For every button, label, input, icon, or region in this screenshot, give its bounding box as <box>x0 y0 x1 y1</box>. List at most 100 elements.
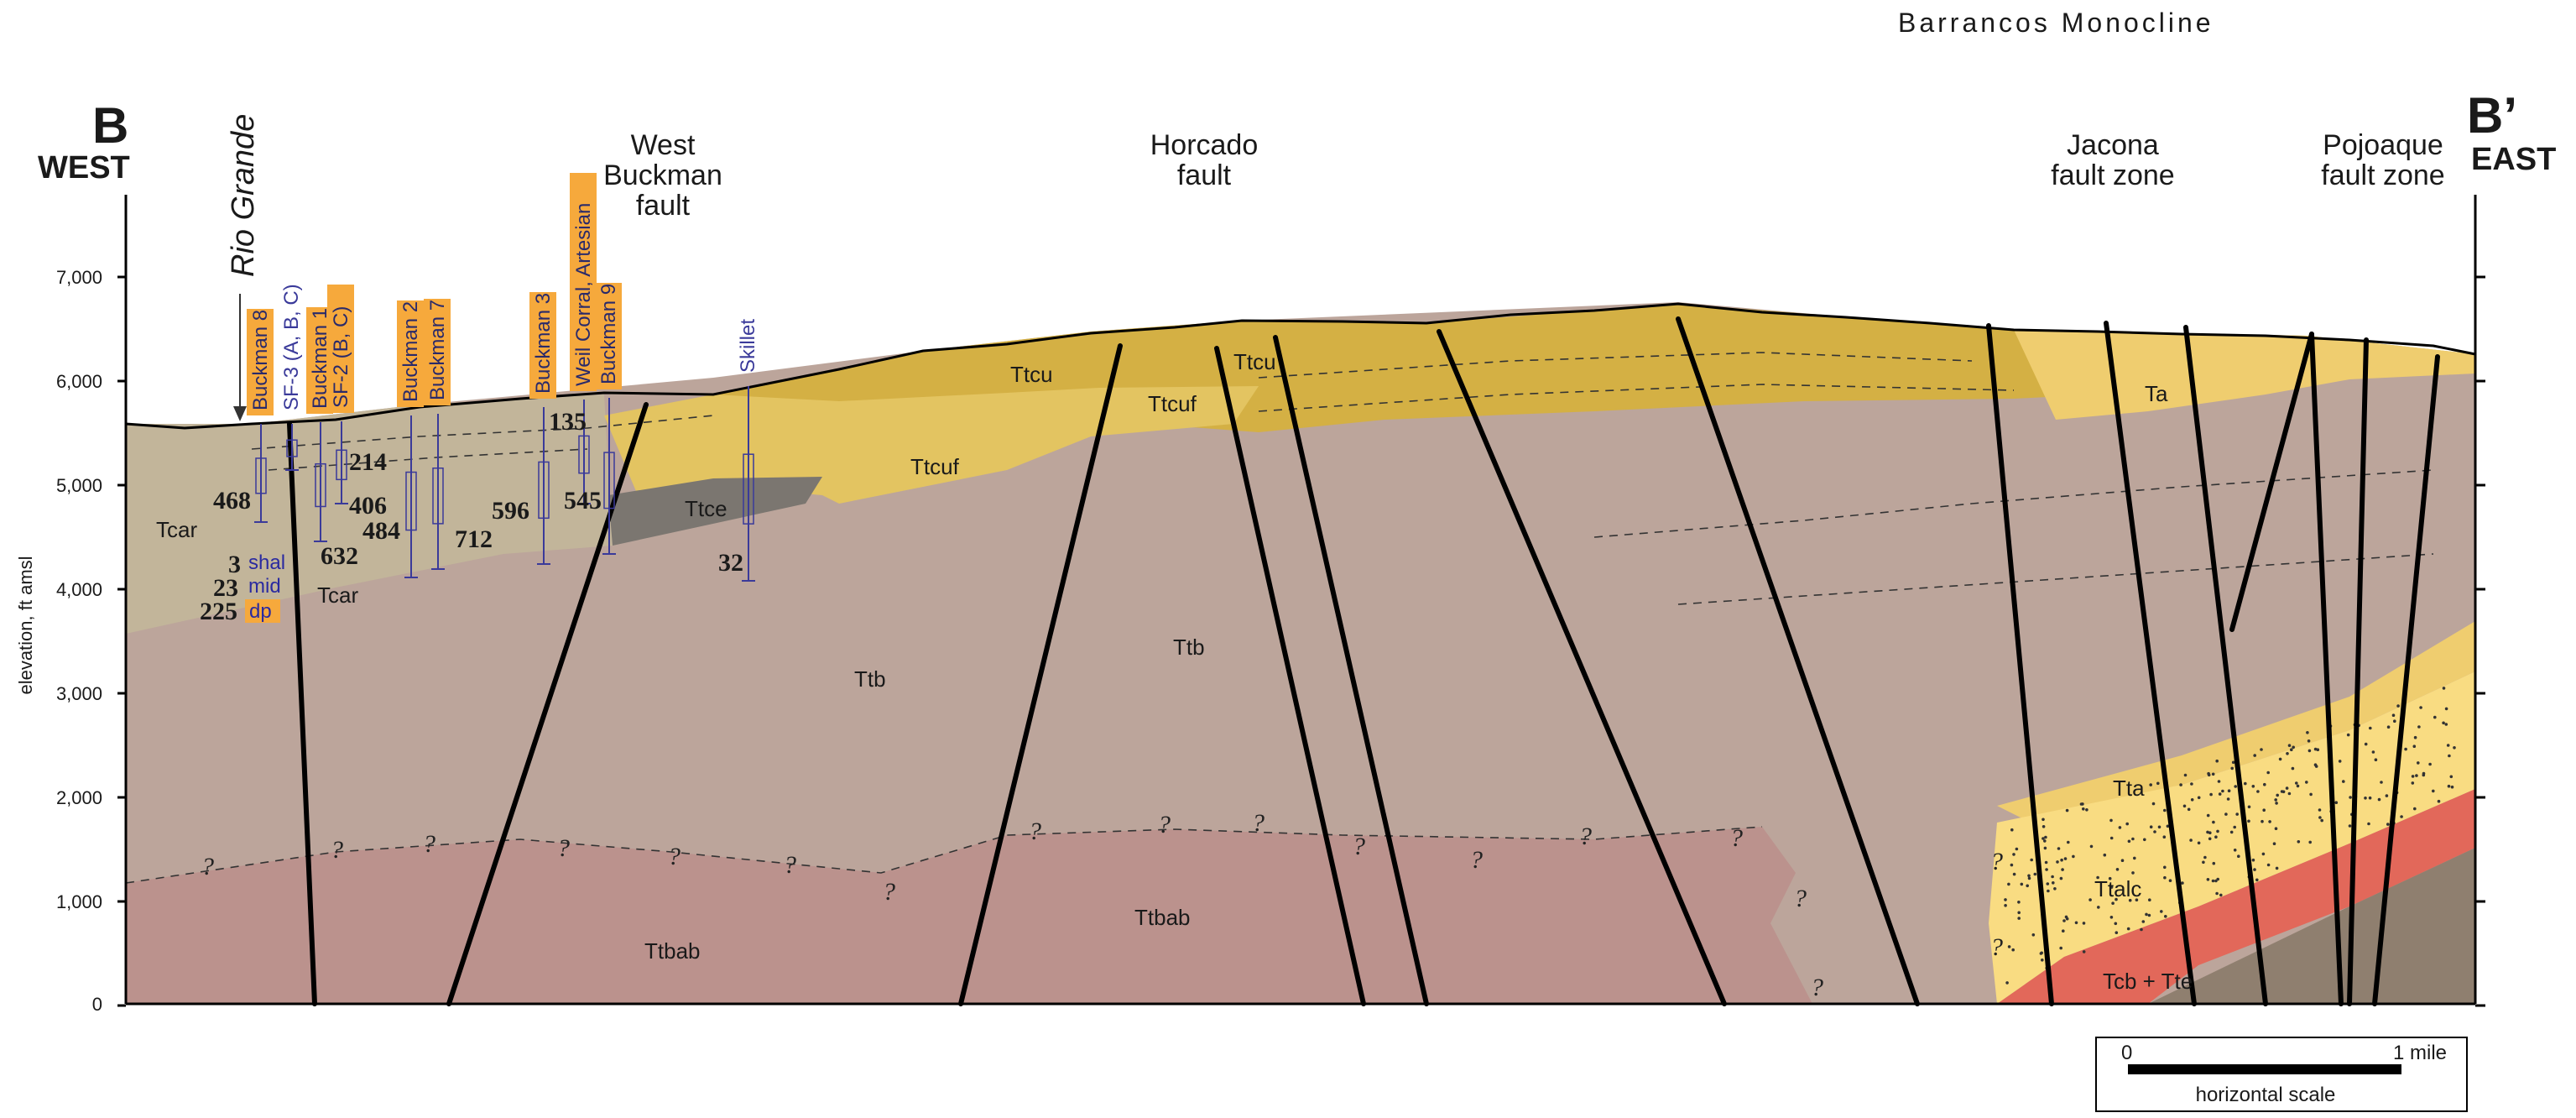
stipple-dot <box>2244 781 2247 786</box>
tick-label: 5,000 <box>56 475 102 496</box>
stipple-dot <box>2314 765 2318 768</box>
stipple-dot <box>2260 748 2263 751</box>
fault-label-west-buckman: West <box>631 129 696 161</box>
tick-label: 1,000 <box>56 891 102 912</box>
stipple-dot <box>2227 789 2231 792</box>
stipple-dot <box>2377 797 2381 802</box>
well-screen <box>336 449 347 481</box>
stipple-dot <box>2305 781 2308 784</box>
stipple-dot <box>2404 747 2407 751</box>
sf3-zones: shal mid dp <box>245 551 285 623</box>
stipple-dot <box>2189 838 2193 842</box>
stipple-dot <box>2115 897 2118 901</box>
stipple-dot <box>2145 912 2148 917</box>
unit-tcar <box>126 394 613 634</box>
stipple-dot <box>2320 818 2323 823</box>
well-label: Buckman 9 <box>595 283 622 389</box>
well-label-box <box>424 299 451 405</box>
stipple-dot <box>2413 735 2417 739</box>
zone-deep-label: dp <box>249 600 272 623</box>
stipple-dot <box>2044 860 2048 865</box>
stipple-dot <box>2061 868 2064 871</box>
stipple-dot <box>2041 959 2044 962</box>
well-label-box <box>570 173 597 391</box>
stipple-dot <box>2256 790 2260 793</box>
zone-deep-box <box>245 599 280 623</box>
stipple-dot <box>2065 808 2069 812</box>
land-surface <box>125 302 2476 430</box>
stipple-dot <box>2082 807 2085 811</box>
stipple-dot <box>2386 725 2391 729</box>
stipple-dot <box>2027 876 2031 880</box>
stipple-dot <box>2187 807 2191 812</box>
ttalc-stipple <box>2004 687 2456 985</box>
depth-label: 712 <box>455 525 493 553</box>
stipple-dot <box>2272 842 2276 845</box>
well-screen <box>315 462 326 508</box>
stipple-dot <box>2010 828 2014 832</box>
stipple-dot <box>2182 804 2187 808</box>
stipple-dot <box>2266 771 2270 775</box>
well-name: Buckman 2 <box>399 301 422 402</box>
stipple-dot <box>2216 877 2219 881</box>
stipple-dot <box>2125 822 2129 826</box>
scale-line <box>2128 1064 2401 1074</box>
fault-label-jacona: Jacona <box>2067 129 2159 161</box>
stipple-dot <box>2380 781 2383 784</box>
well-name: Buckman 7 <box>426 300 449 400</box>
uncertain-contacts: ?????????????????? <box>201 809 2003 1001</box>
stipple-dot <box>2082 922 2086 925</box>
stipple-dot <box>2369 726 2372 730</box>
stipple-dot <box>2120 859 2125 862</box>
stipple-dot <box>2318 816 2322 819</box>
stipple-dot <box>2364 742 2368 746</box>
stipple-dot <box>2042 818 2045 822</box>
stipple-dot <box>2251 858 2255 862</box>
stipple-dot <box>2224 812 2228 816</box>
stipple-dot <box>2042 825 2046 828</box>
stipple-dot <box>2197 841 2201 845</box>
stipple-dot <box>2109 836 2114 840</box>
stipple-dot <box>2448 754 2451 758</box>
stipple-dot <box>2197 796 2201 800</box>
stipple-dot <box>2004 898 2007 901</box>
stipple-dot <box>2274 827 2278 830</box>
stipple-dot <box>2127 839 2131 844</box>
stipple-dot <box>2128 898 2132 902</box>
unit-label: Ttbab <box>644 938 701 964</box>
stipple-dot <box>2081 802 2084 806</box>
fault-label-west-buckman: Buckman <box>603 159 722 191</box>
stipple-dot <box>2157 825 2161 829</box>
stipple-dot <box>2206 813 2210 818</box>
stipple-dot <box>2109 916 2114 919</box>
well-depths: 468 214 406 484 632 712 596 135 545 32 3… <box>200 408 743 625</box>
stipple-dot <box>2291 766 2295 771</box>
section-end-direction: EAST <box>2471 142 2556 177</box>
well-label-box <box>327 285 354 413</box>
stipple-dot <box>2297 840 2301 844</box>
well-screen <box>255 457 267 494</box>
stipple-dot <box>2072 854 2075 859</box>
stipple-dot <box>2428 762 2432 766</box>
stipple-dot <box>2202 860 2205 865</box>
stipple-dot <box>2005 981 2009 985</box>
tick-label: 2,000 <box>56 787 102 808</box>
stipple-dot <box>2109 886 2114 889</box>
stipple-dot <box>2433 715 2437 719</box>
stipple-dot <box>2160 910 2163 913</box>
unit-label: Ttcuf <box>910 454 960 479</box>
fault-label-horcado: fault <box>1177 159 1232 191</box>
tick-label: 4,000 <box>56 579 102 600</box>
stipple-dot <box>2217 780 2221 783</box>
stipple-dot <box>2386 823 2390 826</box>
stipple-dot <box>2168 879 2172 882</box>
stipple-dot <box>2400 815 2403 818</box>
stipple-dot <box>2062 919 2066 922</box>
stipple-dot <box>2004 904 2007 907</box>
stipple-dot <box>2221 789 2224 793</box>
stipple-dot <box>2446 744 2450 747</box>
uncertain-contact-mark: ? <box>1990 933 2003 961</box>
well-screen <box>286 439 298 457</box>
stipple-dot <box>2275 866 2279 870</box>
stipple-dot <box>2218 792 2222 796</box>
